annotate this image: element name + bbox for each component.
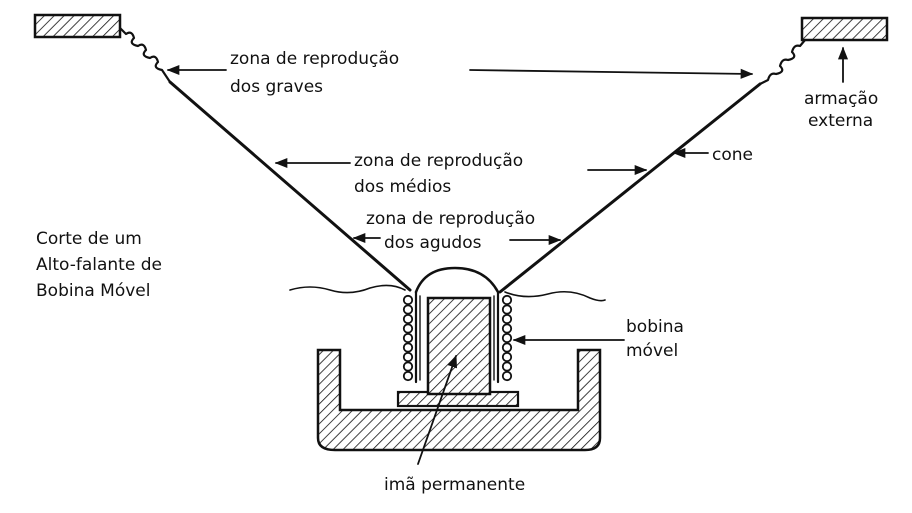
coil-right-winding: [501, 323, 513, 334]
coil-right-winding: [501, 294, 513, 306]
coil-right-winding: [501, 304, 513, 315]
label-bobina-line2: móvel: [626, 341, 678, 361]
suspension-right: [758, 38, 807, 86]
frame-block-left: [33, 13, 122, 39]
coil-left-winding: [402, 304, 414, 315]
label-graves-line2: dos graves: [230, 77, 323, 97]
cut-line-right: [504, 290, 606, 302]
arrow-ima: [417, 354, 457, 465]
label-graves-line1: zona de reprodução: [230, 49, 399, 69]
coil-left-winding: [402, 370, 414, 382]
label-armacao-line2: externa: [808, 111, 873, 131]
label-bobina-line1: bobina: [626, 317, 684, 337]
voice-coil-left: [402, 294, 414, 382]
label-cone: cone: [712, 145, 753, 165]
permanent-magnet-core: [426, 296, 492, 396]
caption-line1: Corte de um: [36, 229, 142, 249]
cone-wall-left: [168, 80, 412, 292]
coil-left-winding: [402, 313, 414, 325]
coil-left-winding: [402, 342, 414, 353]
cut-line-left: [289, 284, 406, 294]
dust-cap: [414, 266, 500, 294]
label-medios-line2: dos médios: [354, 177, 451, 197]
coil-left-winding: [402, 351, 414, 363]
label-armacao-line1: armação: [804, 89, 878, 109]
coil-right-winding: [501, 313, 513, 325]
label-medios-line1: zona de reprodução: [354, 151, 523, 171]
coil-left-winding: [402, 294, 414, 306]
coil-left-winding: [402, 323, 414, 334]
coil-right-winding: [501, 370, 513, 382]
coil-right-winding: [501, 332, 513, 344]
coil-right-winding: [501, 342, 513, 353]
label-agudos-line2: dos agudos: [384, 233, 482, 253]
label-agudos-line1: zona de reprodução: [366, 209, 535, 229]
magnet-housing: [316, 348, 602, 452]
cone-wall-right: [498, 82, 762, 294]
suspension-left: [118, 26, 172, 84]
coil-left-winding: [402, 361, 414, 372]
caption-line3: Bobina Móvel: [36, 281, 150, 301]
label-ima: imã permanente: [384, 475, 525, 495]
arrow-graves-right: [469, 68, 754, 79]
frame-block-right: [800, 16, 889, 42]
voice-coil-right: [501, 294, 513, 382]
coil-right-winding: [501, 351, 513, 363]
coil-left-winding: [402, 332, 414, 344]
coil-right-winding: [501, 361, 513, 372]
caption-line2: Alto-falante de: [36, 255, 162, 275]
